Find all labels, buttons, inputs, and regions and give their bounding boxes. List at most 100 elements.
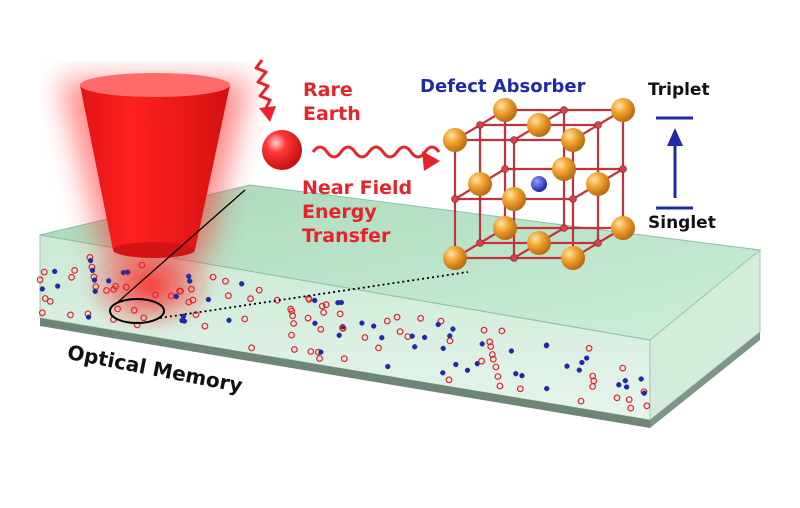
rare-earth-ion [339, 324, 347, 332]
rare-earth-sphere [262, 130, 302, 170]
defect-ion [187, 278, 193, 284]
zoom-line-upper [117, 189, 246, 303]
rare-earth-ion [383, 317, 391, 325]
rare-earth-ion [40, 268, 48, 276]
rare-earth-ion [322, 301, 330, 309]
defect-ion [464, 367, 471, 373]
rare-earth-ion [496, 382, 504, 390]
rare-earth-ion [304, 314, 312, 322]
rare-earth-ion [288, 307, 296, 315]
rare-earth-label-line-1: Rare [303, 79, 353, 101]
slab-right-bottom-edge [650, 332, 760, 428]
lattice-atom [586, 172, 610, 196]
rare-earth-ion [585, 344, 593, 352]
oxygen-atom [510, 254, 518, 262]
lattice-atom [527, 231, 551, 255]
defect-ion [440, 370, 446, 376]
rare-earth-ion [68, 273, 75, 281]
oxygen-atom [560, 224, 568, 232]
zoom-circle [109, 298, 165, 324]
rare-earth-ion [71, 267, 78, 274]
rare-earth-ion [589, 383, 596, 390]
rare-earth-ion [307, 348, 315, 355]
rare-earth-ion [176, 287, 184, 295]
defect-ion [318, 349, 324, 355]
rare-earth-ion [613, 394, 621, 402]
defect-ion [579, 359, 585, 366]
rare-earth-ion [140, 314, 148, 322]
rare-earth-ion [255, 286, 263, 294]
laser-beam-top [80, 73, 230, 97]
rare-earth-ion [480, 326, 488, 334]
energy-transfer-arrowhead [422, 151, 440, 171]
defect-ion [544, 385, 550, 392]
rare-earth-ion [138, 261, 146, 269]
defect-ion [106, 278, 112, 284]
rare-earth-ion [320, 309, 328, 316]
defect-ion [513, 371, 519, 377]
defect-ion [52, 268, 58, 275]
defect-ion [186, 273, 192, 279]
defect-ion [519, 373, 525, 379]
lattice-atom [561, 246, 585, 270]
defect-ion [312, 320, 318, 326]
oxygen-atom [594, 121, 602, 129]
rare-earth-ion [619, 364, 627, 372]
rare-earth-ion [494, 373, 502, 380]
energy-transfer-arrow [311, 145, 441, 171]
rare-earth-ion [288, 331, 295, 339]
defect-absorber-lattice [443, 98, 635, 270]
beam-glow-in-slab [85, 240, 215, 330]
rare-earth-ion [487, 343, 495, 350]
laser-beam-cone [80, 85, 230, 250]
rare-earth-ion [446, 337, 454, 345]
rare-earth-ion [130, 306, 138, 314]
defect-ion [576, 367, 582, 373]
laser-beam-bottom [113, 242, 195, 258]
defect-ion [239, 281, 245, 287]
slab-bottom-edge [40, 318, 650, 428]
energy-transfer-label-line-2: Energy [302, 201, 377, 223]
defect-ion [435, 321, 441, 328]
rare-earth-ion [112, 282, 119, 290]
rare-earth-ion [189, 296, 197, 304]
defect-ion [616, 382, 622, 388]
zoom-indicator [109, 189, 469, 324]
defect-ion [55, 283, 61, 289]
defect-ion [379, 335, 385, 341]
lattice-atom [561, 128, 585, 152]
rare-earth-ion [318, 302, 326, 310]
excitation-arrowhead [667, 128, 683, 146]
defect-ion [205, 296, 212, 303]
rare-earth-ion [247, 295, 254, 303]
rare-earth-ion [46, 298, 54, 305]
defect-ion [440, 345, 446, 352]
defect-ion [87, 257, 94, 264]
defect-ion [409, 333, 415, 339]
rare-earth-ion [361, 334, 369, 341]
defect-ion [371, 323, 377, 329]
rare-earth-ion [103, 287, 110, 294]
incoming-photon [254, 59, 276, 122]
lattice-atom [493, 216, 517, 240]
rare-earth-ion [114, 305, 121, 313]
defect-ion [564, 363, 570, 369]
defect-ion [359, 320, 365, 326]
rare-earth-ion [486, 338, 494, 346]
rare-earth-ion [151, 291, 159, 299]
defect-ion [125, 269, 131, 275]
defect-ion [584, 355, 590, 361]
rare-earth-ion [201, 322, 209, 330]
rare-earth-ion [478, 357, 486, 365]
defect-ion [385, 363, 391, 370]
rare-earth-ion [336, 310, 344, 318]
zoom-line-lower [159, 271, 469, 319]
rare-earth-ion [222, 277, 229, 285]
lattice-atom [527, 113, 551, 137]
rare-earth-ion [290, 320, 298, 327]
incoming-photon-arrowhead [259, 106, 276, 122]
defect-ion [39, 286, 45, 292]
defect-ion [543, 343, 550, 349]
oxygen-atom [569, 195, 577, 203]
